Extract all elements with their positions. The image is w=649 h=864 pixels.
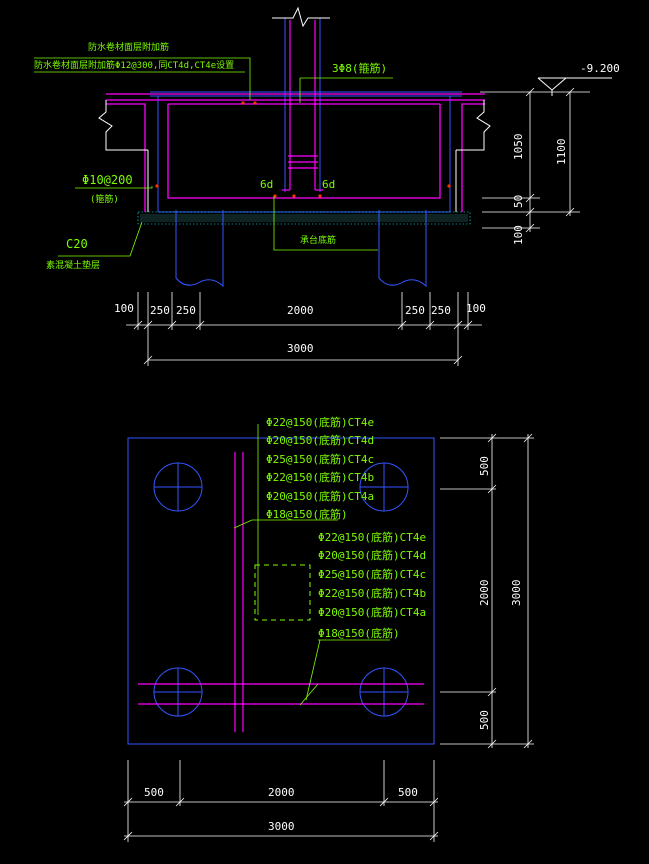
section-dim-1100: 1100	[555, 139, 568, 166]
column	[284, 18, 321, 192]
side-bars-note: (箍筋)	[90, 193, 119, 205]
anchor-right-label: 6d	[322, 178, 335, 191]
bottom-bars-label: 承台底筋	[300, 234, 336, 246]
plan-piles	[153, 462, 409, 717]
pdim-b-0: 500	[144, 786, 164, 799]
section-dim-100: 100	[512, 225, 525, 245]
rebar-dots	[155, 101, 451, 198]
sdim-b-0: 100	[114, 302, 134, 315]
elevation-mark	[537, 77, 612, 96]
column-footprint	[254, 564, 311, 621]
inner-rebar-cage	[167, 103, 441, 199]
pdim-b-1: 2000	[268, 786, 295, 799]
plan-dim-bottom	[123, 760, 439, 842]
sdim-total: 3000	[287, 342, 314, 355]
section-leaders	[34, 57, 393, 257]
sdim-b-1: 250	[150, 304, 170, 317]
plan-bar-u2: Φ25@150(底筋)CT4c	[266, 452, 374, 466]
soil-break-marks	[98, 100, 491, 212]
section-dim-50: 50	[512, 195, 525, 208]
elevation-label: -9.200	[580, 62, 620, 75]
pile-cap-outline	[150, 91, 462, 213]
note-line2: 防水卷材面层附加筋Φ12@300,同CT4d,CT4e设置	[34, 59, 234, 71]
pdim-r-0: 500	[478, 456, 491, 476]
note-line1: 防水卷材面层附加筋	[88, 41, 169, 53]
cushion-layer	[137, 211, 471, 225]
plan-bar-l1: Φ20@150(底筋)CT4d	[318, 548, 426, 562]
plan-bar-l5: Φ18@150(底筋)	[318, 626, 400, 640]
plan-view: Φ22@150(底筋)CT4e Φ20@150(底筋)CT4d Φ25@150(…	[123, 415, 534, 842]
pdim-r-1: 2000	[478, 580, 491, 607]
plan-bar-u1: Φ20@150(底筋)CT4d	[266, 433, 374, 447]
piles	[175, 210, 427, 288]
section-dim-right	[480, 87, 590, 233]
plan-labels-upper: Φ22@150(底筋)CT4e Φ20@150(底筋)CT4d Φ25@150(…	[266, 415, 374, 521]
sdim-b-2: 250	[176, 304, 196, 317]
sdim-b-4: 250	[405, 304, 425, 317]
pdim-total: 3000	[268, 820, 295, 833]
pdim-r-3: 3000	[510, 580, 523, 607]
plan-leaders	[233, 424, 390, 706]
plan-bar-l2: Φ25@150(底筋)CT4c	[318, 567, 426, 581]
column-rebar	[282, 20, 323, 191]
section-dim-1050: 1050	[512, 134, 525, 161]
sdim-b-3: 2000	[287, 304, 314, 317]
cushion-note-label: 素混凝土垫层	[46, 259, 100, 271]
anchor-left-label: 6d	[260, 178, 273, 191]
plan-rebar	[138, 452, 424, 732]
pdim-b-2: 500	[398, 786, 418, 799]
sdim-b-5: 250	[431, 304, 451, 317]
plan-bar-u5: Φ18@150(底筋)	[266, 507, 348, 521]
cushion-grade-label: C20	[66, 237, 88, 251]
plan-bar-u0: Φ22@150(底筋)CT4e	[266, 415, 374, 429]
top-bars-label: 3Φ8(箍筋)	[332, 61, 387, 75]
pdim-r-2: 500	[478, 710, 491, 730]
plan-pile-cap-outline	[127, 437, 435, 745]
top-waterproofing-layer	[106, 93, 485, 212]
section-dim-bottom	[126, 292, 482, 366]
plan-bar-l4: Φ20@150(底筋)CT4a	[318, 605, 426, 619]
side-bars-label: Φ10@200	[82, 173, 133, 187]
section-view: 1050 1100 50 100 -9.200 防水卷材面层附加筋 防水卷材面层…	[34, 6, 620, 366]
plan-bar-l3: Φ22@150(底筋)CT4b	[318, 586, 426, 600]
plan-bar-u4: Φ20@150(底筋)CT4a	[266, 489, 374, 503]
plan-labels-lower: Φ22@150(底筋)CT4e Φ20@150(底筋)CT4d Φ25@150(…	[318, 530, 426, 640]
plan-bar-u3: Φ22@150(底筋)CT4b	[266, 470, 374, 484]
column-break-mark	[272, 6, 330, 28]
plan-bar-l0: Φ22@150(底筋)CT4e	[318, 530, 426, 544]
plan-dim-right	[440, 433, 534, 749]
sdim-b-6: 100	[466, 302, 486, 315]
